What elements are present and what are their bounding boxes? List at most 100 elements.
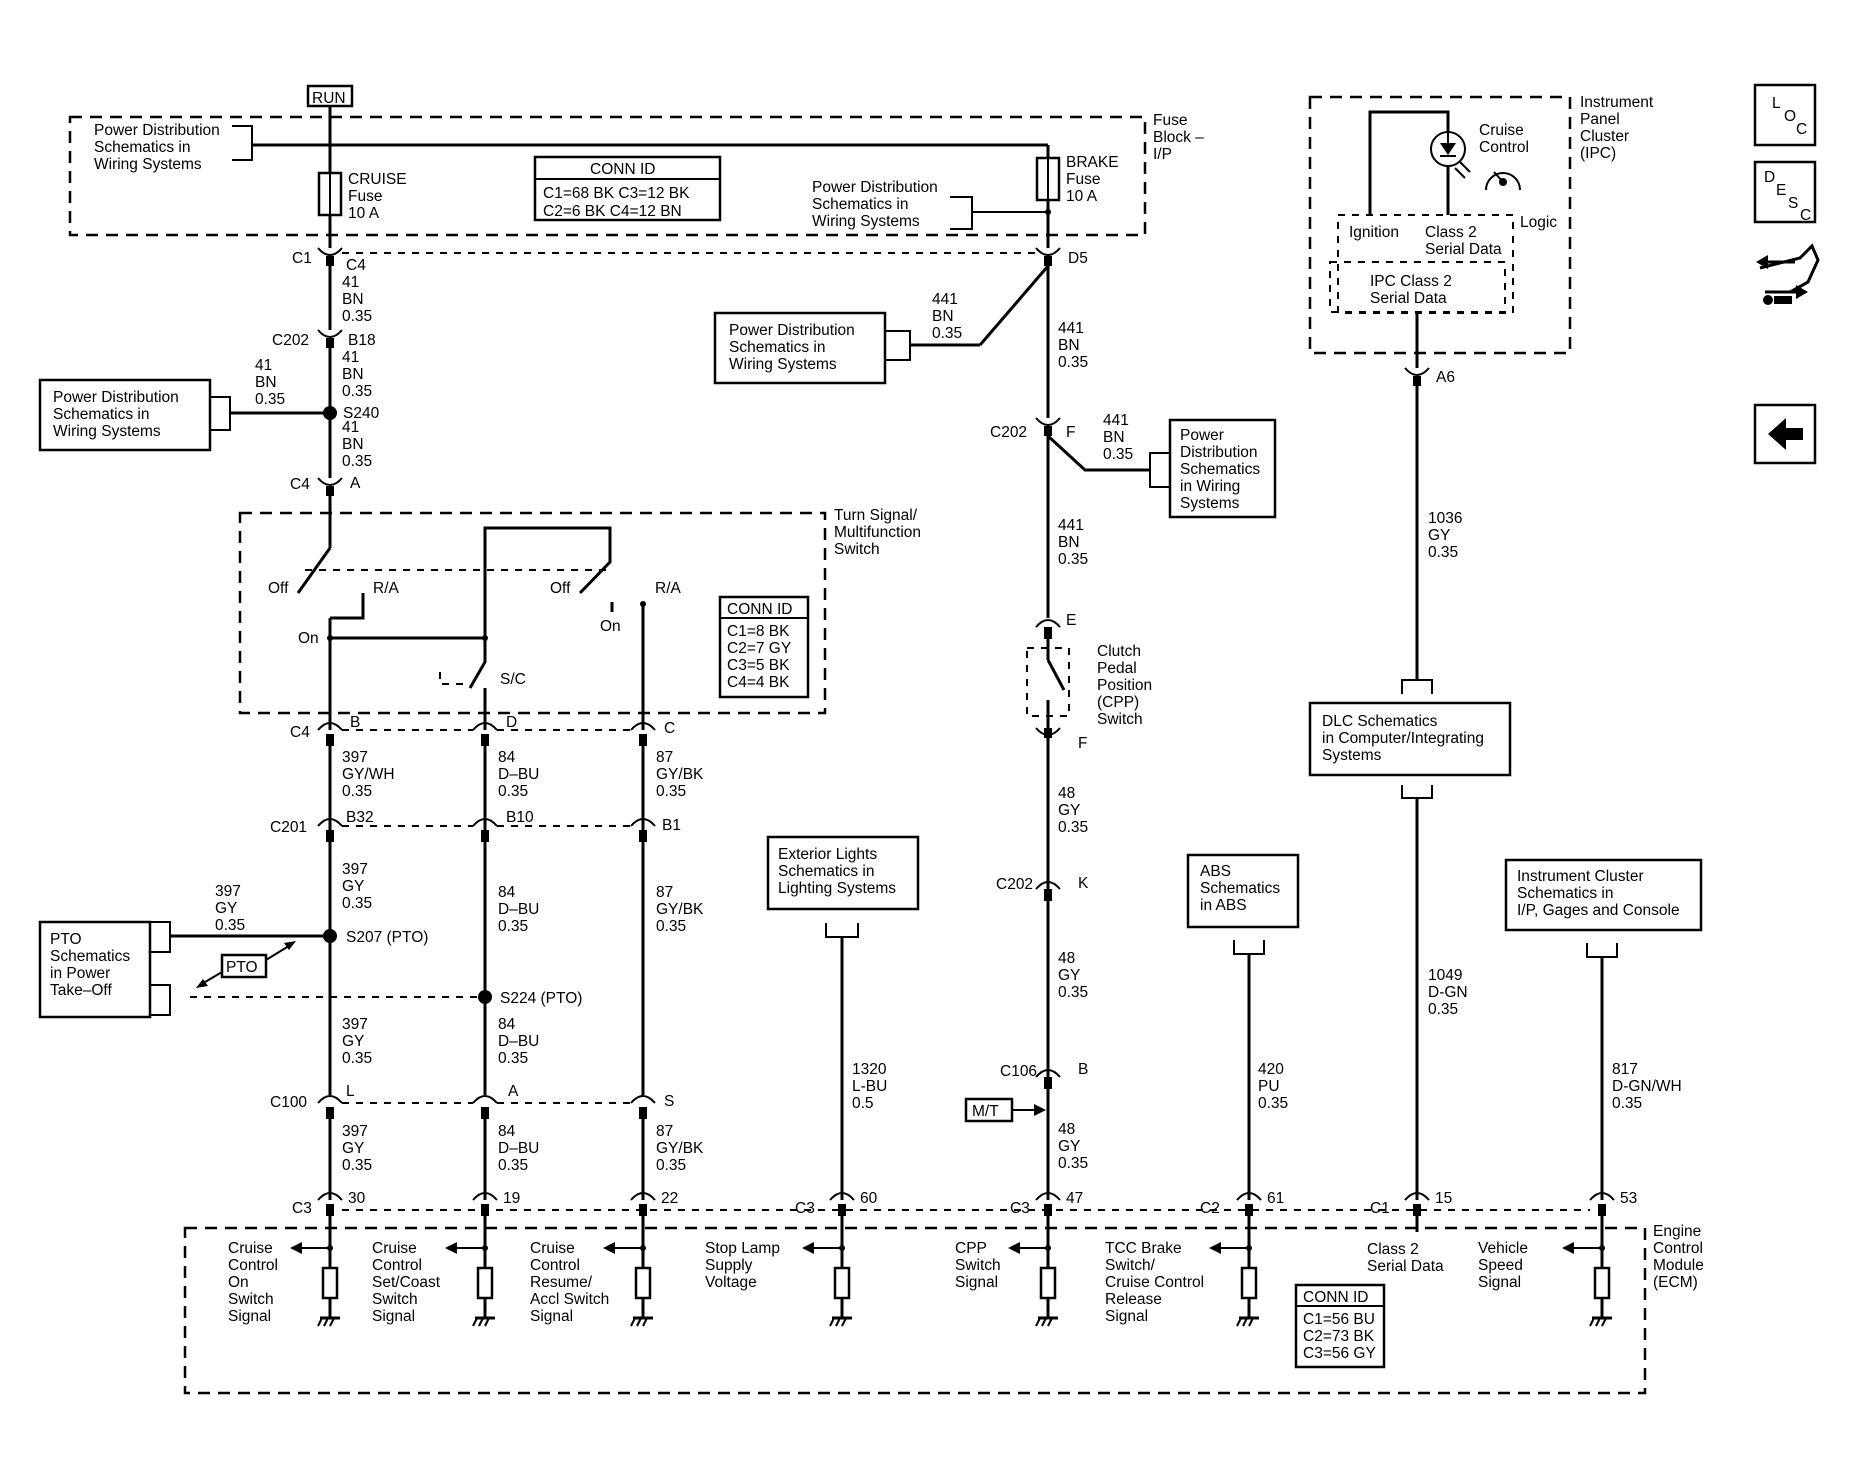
fuse-block-pds-left-ref[interactable]: Power Distribution Schematics in Wiring … (94, 122, 253, 173)
fuse-block-outline (68, 115, 1147, 237)
svg-text:48: 48 (1058, 785, 1075, 802)
svg-text:Serial Data: Serial Data (1370, 290, 1447, 307)
svg-text:10 A: 10 A (1066, 188, 1098, 205)
ipc-label: Instrument Panel Cluster (IPC) (1580, 94, 1654, 162)
svg-text:BRAKE: BRAKE (1066, 154, 1119, 171)
svg-text:Systems: Systems (1322, 747, 1382, 764)
svg-text:Wiring Systems: Wiring Systems (729, 356, 837, 373)
svg-text:Wiring Systems: Wiring Systems (94, 156, 202, 173)
svg-text:C2=7 GY: C2=7 GY (727, 640, 791, 657)
svg-text:Control: Control (530, 1257, 580, 1274)
conn-e: E (1066, 612, 1076, 629)
svg-text:S: S (1788, 195, 1798, 212)
svg-text:BN: BN (1103, 429, 1125, 446)
svg-text:0.35: 0.35 (498, 918, 528, 935)
wire-41-bn-1: 41 BN 0.35 (342, 274, 372, 325)
svg-text:CONN ID: CONN ID (1303, 1289, 1368, 1306)
svg-text:Schematics in: Schematics in (729, 339, 825, 356)
abs-box[interactable]: ABS Schematics in ABS (1186, 853, 1300, 955)
fuse-block-conn-id: CONN ID C1=68 BK C3=12 BK C2=6 BK C4=12 … (533, 155, 722, 222)
row-c201-pin-2: B1 (662, 817, 681, 834)
svg-text:Systems: Systems (1180, 495, 1240, 512)
svg-text:GY: GY (342, 1033, 364, 1050)
loc-button[interactable]: L O C (1753, 83, 1817, 147)
fuse-block-label: Fuse Block – I/P (1153, 112, 1204, 163)
svg-text:E: E (1776, 182, 1786, 199)
wire-397-a: 397 GY/WH 0.35 (342, 749, 395, 800)
svg-text:Schematics in: Schematics in (53, 406, 149, 423)
svg-text:Signal: Signal (228, 1308, 271, 1325)
ecm-pin-number-3: 60 (860, 1190, 878, 1207)
pds-left-box[interactable]: Power Distribution Schematics in Wiring … (38, 378, 231, 452)
svg-text:D–BU: D–BU (498, 1140, 539, 1157)
fuse-block-pds-right-ref[interactable]: Power Distribution Schematics in Wiring … (812, 179, 1048, 230)
svg-text:D–BU: D–BU (498, 1033, 539, 1050)
mt-option-tag: M/T (964, 1097, 1046, 1123)
conn-b18: B18 (348, 332, 376, 349)
svg-text:in ABS: in ABS (1200, 897, 1247, 914)
svg-text:Control: Control (1653, 1240, 1703, 1257)
conn-a: A (350, 475, 361, 492)
svg-text:397: 397 (342, 749, 368, 766)
instrument-cluster-box[interactable]: Instrument Cluster Schematics in I/P, Ga… (1504, 858, 1703, 958)
wire-84-a: 84 D–BU 0.35 (498, 749, 539, 800)
svg-text:Exterior Lights: Exterior Lights (778, 846, 877, 863)
svg-text:1049: 1049 (1428, 967, 1462, 984)
conn-d5: D5 (1068, 250, 1088, 267)
pto-box[interactable]: PTO Schematics in Power Take–Off (38, 920, 171, 1019)
svg-text:Position: Position (1097, 677, 1152, 694)
svg-text:GY: GY (342, 1140, 364, 1157)
svg-text:397: 397 (215, 883, 241, 900)
pds-right-box[interactable]: Power Distribution Schematics in Wiring … (1149, 418, 1277, 519)
svg-text:48: 48 (1058, 1121, 1075, 1138)
switch-ra-2: R/A (655, 580, 682, 597)
conn-c202-k: C202 (996, 876, 1033, 893)
svg-text:Block –: Block – (1153, 129, 1204, 146)
svg-text:0.35: 0.35 (255, 391, 285, 408)
back-button[interactable] (1753, 403, 1817, 465)
svg-text:Switch: Switch (955, 1257, 1001, 1274)
svg-text:Lighting Systems: Lighting Systems (778, 880, 896, 897)
row-c100-pin-1: A (508, 1083, 519, 1100)
svg-text:Switch: Switch (1097, 711, 1143, 728)
svg-text:0.35: 0.35 (1058, 354, 1088, 371)
conn-b: B (1078, 1061, 1088, 1078)
brake-fuse-label: BRAKE Fuse 10 A (1066, 154, 1119, 205)
switch-off-1: Off (268, 580, 289, 597)
wire-441-c: 441 BN 0.35 (1103, 412, 1133, 463)
ecm-conn-id: CONN ID C1=56 BU C2=73 BK C3=56 GY (1294, 1283, 1386, 1369)
wire-87-a: 87 GY/BK 0.35 (656, 749, 704, 800)
svg-text:Resume/: Resume/ (530, 1274, 593, 1291)
svg-text:Fuse: Fuse (1153, 112, 1187, 129)
desc-button[interactable]: D E S C (1753, 160, 1817, 224)
connector-icon[interactable] (1756, 243, 1820, 305)
exterior-lights-box[interactable]: Exterior Lights Schematics in Lighting S… (766, 835, 920, 938)
dlc-box[interactable]: DLC Schematics in Computer/Integrating S… (1308, 679, 1512, 799)
wire-1320: 1320 L-BU 0.5 (852, 1061, 887, 1112)
pds-mid-box[interactable]: Power Distribution Schematics in Wiring … (713, 311, 911, 385)
svg-text:397: 397 (342, 861, 368, 878)
svg-text:Voltage: Voltage (705, 1274, 757, 1291)
run-label: RUN (312, 90, 346, 107)
svg-text:Control: Control (228, 1257, 278, 1274)
svg-text:(ECM): (ECM) (1653, 1274, 1698, 1291)
wire-397-b: 397 GY 0.35 (342, 861, 372, 912)
svg-text:0.5: 0.5 (852, 1095, 874, 1112)
svg-text:in Wiring: in Wiring (1180, 478, 1240, 495)
svg-text:0.35: 0.35 (656, 783, 686, 800)
svg-text:BN: BN (342, 291, 364, 308)
svg-text:0.35: 0.35 (1428, 544, 1458, 561)
svg-text:C1=56 BU: C1=56 BU (1303, 1311, 1375, 1328)
switch-off-2: Off (550, 580, 571, 597)
svg-text:Serial Data: Serial Data (1367, 1258, 1444, 1275)
cpp-switch-label: Clutch Pedal Position (CPP) Switch (1097, 643, 1152, 728)
wire-441-b: 441 BN 0.35 (1058, 320, 1088, 371)
conn-f: F (1066, 424, 1075, 441)
svg-text:0.35: 0.35 (1058, 551, 1088, 568)
conn-c1: C1 (292, 250, 312, 267)
